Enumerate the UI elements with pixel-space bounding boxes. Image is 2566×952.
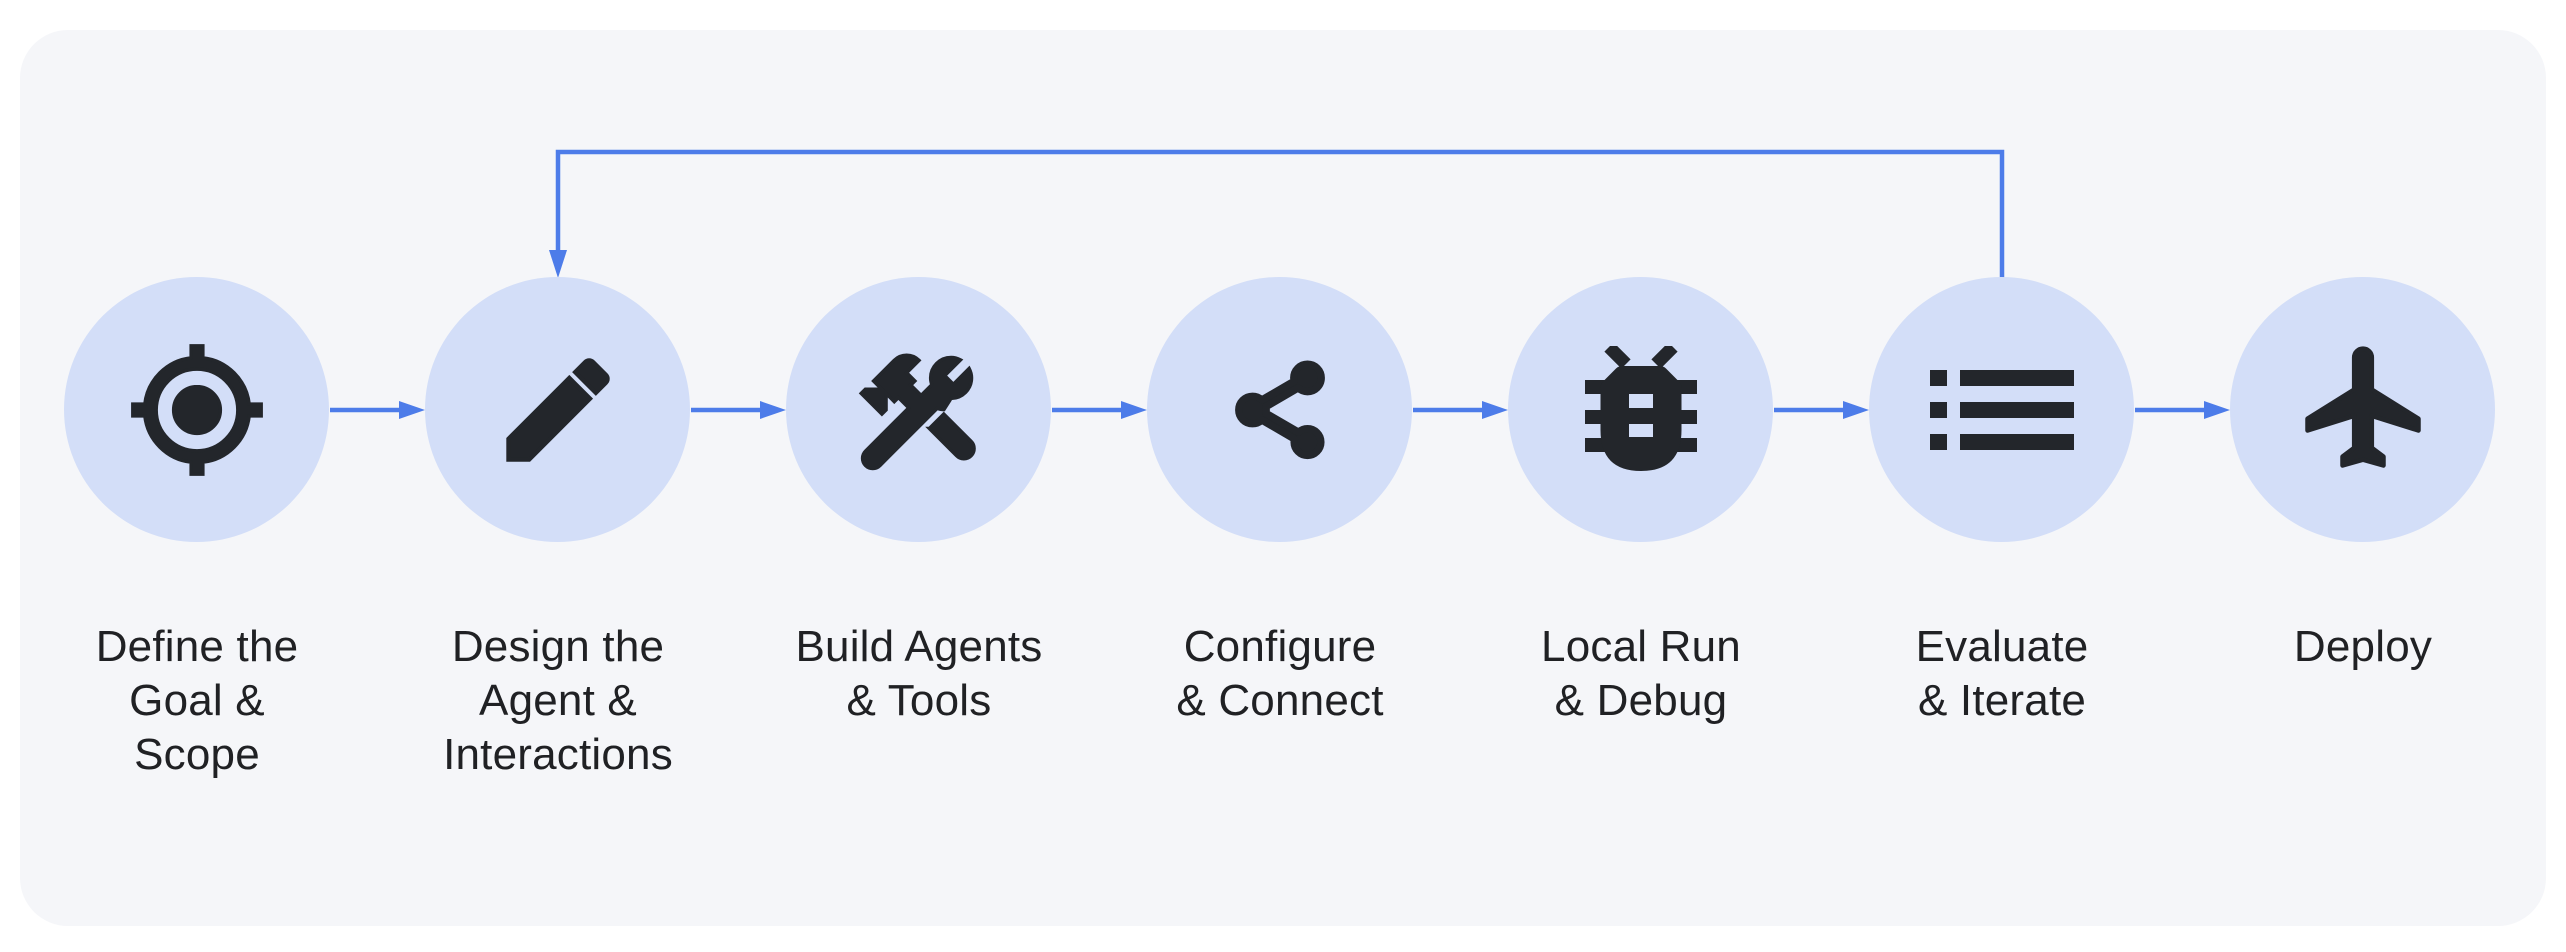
arrow-step5-to-step6-icon <box>1774 401 1869 419</box>
step-circle-design-agent <box>425 277 690 542</box>
step-circle-define-goal <box>64 277 329 542</box>
step-circle-configure-connect <box>1147 277 1412 542</box>
list-icon <box>1929 369 2074 450</box>
hammer-wrench-icon <box>858 352 976 470</box>
arrow-step6-to-step7-icon <box>2135 401 2230 419</box>
pencil-icon <box>505 357 610 462</box>
arrow-step3-to-step4-icon <box>1052 401 1147 419</box>
share-icon <box>1234 360 1325 459</box>
step-circle-build-agents <box>786 277 1051 542</box>
airplane-icon <box>2304 345 2421 468</box>
arrow-step4-to-step5-icon <box>1413 401 1508 419</box>
step-label-design-agent: Design the Agent & Interactions <box>443 622 673 779</box>
arrow-step1-to-step2-icon <box>330 401 425 419</box>
step-label-deploy: Deploy <box>2293 622 2433 671</box>
step-label-configure-connect: Configure & Connect <box>1176 622 1384 725</box>
step-label-build-agents: Build Agents & Tools <box>795 622 1043 725</box>
step-circle-deploy <box>2230 277 2495 542</box>
step-circle-evaluate-iterate <box>1869 277 2134 542</box>
bug-icon <box>1584 345 1697 471</box>
step-circle-local-run-debug <box>1508 277 1773 542</box>
target-icon <box>130 343 263 476</box>
step-label-define-goal: Define the Goal & Scope <box>95 622 299 779</box>
step-label-local-run-debug: Local Run & Debug <box>1541 622 1741 725</box>
arrow-step2-to-step3-icon <box>691 401 786 419</box>
step-label-evaluate-iterate: Evaluate & Iterate <box>1915 622 2089 725</box>
